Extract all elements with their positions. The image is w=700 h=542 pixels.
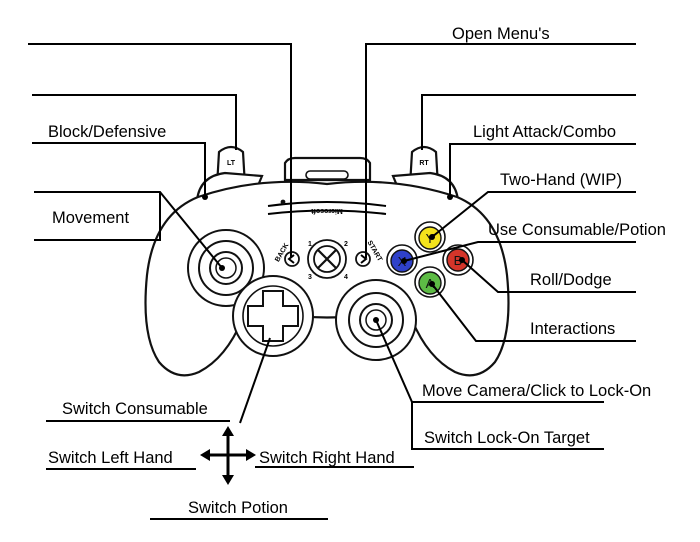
label-switch-potion: Switch Potion — [188, 499, 288, 517]
label-movement: Movement — [52, 209, 129, 227]
callout-dots — [202, 194, 465, 323]
callout-line-x — [403, 241, 636, 262]
callout-line-b — [461, 259, 636, 293]
callout-line-left-stick-b — [34, 192, 161, 241]
led-dot — [280, 199, 286, 205]
dpad-arrows-icon — [200, 426, 256, 485]
label-use-consumable-potion: Use Consumable/Potion — [488, 221, 666, 239]
callout-line-start — [365, 43, 636, 258]
callout-line-back — [28, 43, 292, 258]
b-button: B — [442, 244, 474, 276]
label-light-attack-combo: Light Attack/Combo — [473, 123, 616, 141]
label-switch-right-hand: Switch Right Hand — [259, 449, 395, 467]
quadrant-1: 1 — [308, 241, 312, 248]
brand-label: Microsoft — [311, 207, 343, 214]
label-block-defensive: Block/Defensive — [48, 123, 166, 141]
label-two-hand: Two-Hand (WIP) — [500, 171, 622, 189]
callout-line-a — [431, 283, 636, 342]
quadrant-4: 4 — [344, 274, 348, 281]
callout-lines — [28, 43, 636, 520]
quadrant-2: 2 — [344, 241, 348, 248]
callout-line-rt — [421, 94, 636, 150]
d-pad — [232, 275, 314, 357]
quadrant-3: 3 — [308, 274, 312, 281]
callout-line-y — [431, 191, 636, 238]
label-switch-lockon: Switch Lock-On Target — [424, 429, 590, 447]
label-roll-dodge: Roll/Dodge — [530, 271, 612, 289]
label-open-menus: Open Menu's — [452, 25, 550, 43]
guide-button: 1 2 3 4 — [307, 239, 348, 281]
label-move-camera: Move Camera/Click to Lock-On — [422, 382, 651, 400]
top-port-slot — [305, 170, 349, 180]
b-label: B — [454, 253, 463, 268]
lt-label: LT — [227, 160, 236, 167]
callout-line-lt — [32, 94, 237, 150]
label-switch-consumable: Switch Consumable — [62, 400, 208, 418]
rt-label: RT — [419, 160, 429, 167]
callout-line-right-stick-b — [411, 402, 604, 450]
controller-illustration: LT RT LB RB Microsoft — [144, 145, 510, 377]
callout-line-dpad — [239, 337, 271, 424]
labels: Open Menu's Block/Defensive Movement Lig… — [48, 25, 666, 517]
callout-line-rb — [449, 143, 636, 197]
callout-line-lb — [32, 142, 206, 197]
label-interactions: Interactions — [530, 320, 615, 338]
label-switch-left-hand: Switch Left Hand — [48, 449, 173, 467]
